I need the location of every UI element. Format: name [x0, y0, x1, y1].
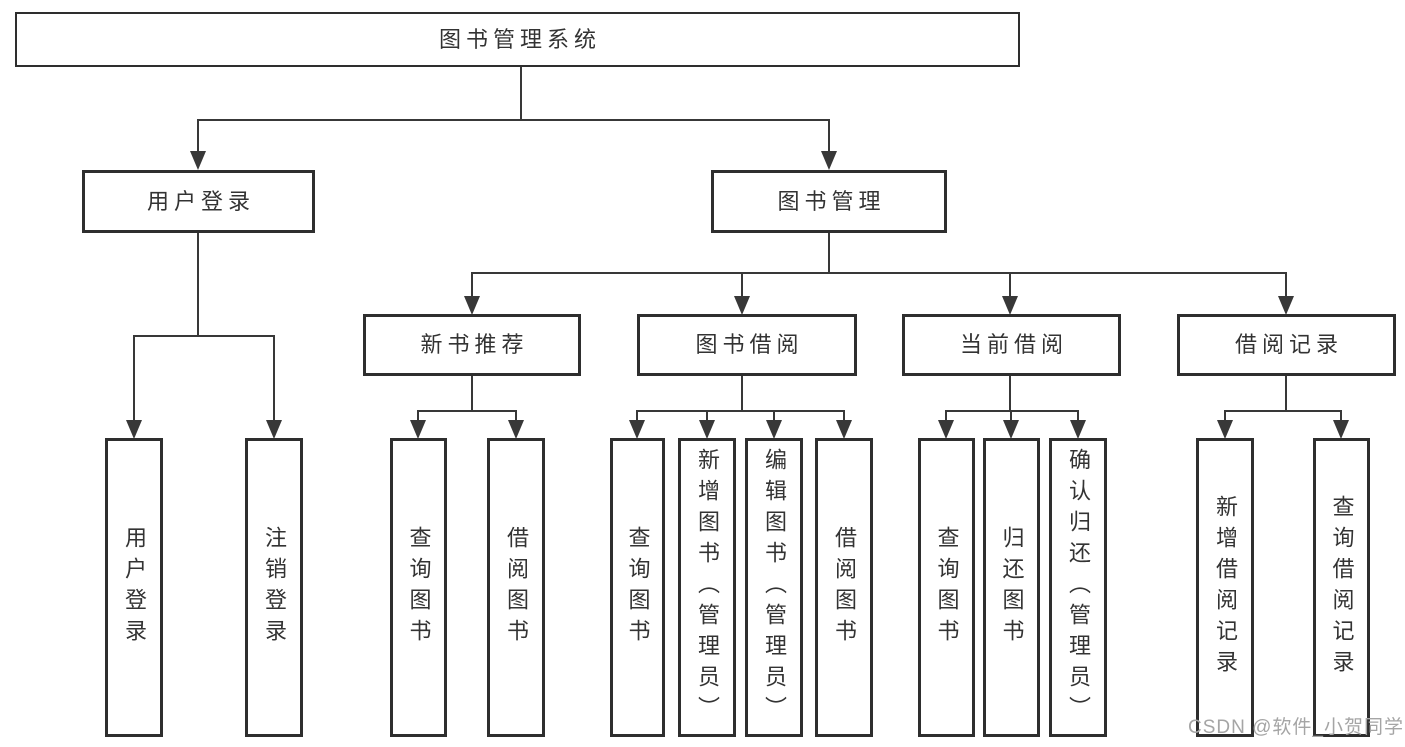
leaf-confirm-return-admin: 确认归还（管理员）: [1049, 438, 1107, 737]
leaf-user-login: 用户登录: [105, 438, 163, 737]
leaf-return-books: 归还图书: [983, 438, 1040, 737]
node-new-book-recommendation: 新书推荐: [363, 314, 581, 376]
node-borrowing-records: 借阅记录: [1177, 314, 1396, 376]
arrow-down-icon: [836, 420, 852, 439]
arrow-down-icon: [821, 151, 837, 170]
connector-line: [197, 233, 199, 337]
arrow-down-icon: [699, 420, 715, 439]
leaf-query-books-current: 查询图书: [918, 438, 975, 737]
leaf-add-borrow-record: 新增借阅记录: [1196, 438, 1254, 737]
arrow-down-icon: [629, 420, 645, 439]
connector-line: [1010, 410, 1012, 424]
leaf-query-books-recommend: 查询图书: [390, 438, 447, 737]
arrow-down-icon: [734, 296, 750, 315]
connector-line: [417, 410, 517, 412]
node-book-borrowing: 图书借阅: [637, 314, 857, 376]
connector-line: [1285, 376, 1287, 412]
node-library-management-system: 图书管理系统: [15, 12, 1020, 67]
node-user-login: 用户登录: [82, 170, 315, 233]
connector-line: [636, 410, 638, 424]
arrow-down-icon: [1333, 420, 1349, 439]
connector-line: [197, 119, 199, 154]
arrow-down-icon: [1217, 420, 1233, 439]
connector-line: [843, 410, 845, 424]
leaf-query-borrow-record: 查询借阅记录: [1313, 438, 1370, 737]
arrow-down-icon: [1278, 296, 1294, 315]
connector-line: [828, 119, 830, 154]
arrow-down-icon: [766, 420, 782, 439]
arrow-down-icon: [266, 420, 282, 439]
leaf-edit-books-admin: 编辑图书（管理员）: [745, 438, 803, 737]
leaf-query-books-borrowing: 查询图书: [610, 438, 665, 737]
arrow-down-icon: [1070, 420, 1086, 439]
connector-line: [1009, 272, 1011, 298]
connector-line: [1077, 410, 1079, 424]
connector-line: [636, 410, 844, 412]
connector-line: [515, 410, 517, 424]
connector-line: [945, 410, 947, 424]
connector-line: [417, 410, 419, 424]
leaf-logout: 注销登录: [245, 438, 303, 737]
connector-line: [773, 410, 775, 424]
connector-line: [828, 233, 830, 274]
leaf-borrow-books-recommend: 借阅图书: [487, 438, 545, 737]
arrow-down-icon: [410, 420, 426, 439]
connector-line: [197, 119, 830, 121]
connector-line: [471, 272, 1287, 274]
node-current-borrowing: 当前借阅: [902, 314, 1121, 376]
node-book-management: 图书管理: [711, 170, 947, 233]
connector-line: [520, 67, 522, 121]
leaf-borrow-books: 借阅图书: [815, 438, 873, 737]
arrow-down-icon: [508, 420, 524, 439]
arrow-down-icon: [126, 420, 142, 439]
connector-line: [741, 272, 743, 298]
leaf-add-books-admin: 新增图书（管理员）: [678, 438, 736, 737]
connector-line: [1340, 410, 1342, 424]
connector-line: [273, 335, 275, 422]
connector-line: [1285, 272, 1287, 298]
arrow-down-icon: [190, 151, 206, 170]
connector-line: [741, 376, 743, 412]
connector-line: [1009, 376, 1011, 412]
arrow-down-icon: [464, 296, 480, 315]
connector-line: [471, 272, 473, 298]
csdn-watermark: CSDN @软件_小贺同学: [1188, 717, 1404, 738]
arrow-down-icon: [1002, 296, 1018, 315]
connector-line: [133, 335, 275, 337]
connector-line: [706, 410, 708, 424]
arrow-down-icon: [938, 420, 954, 439]
arrow-down-icon: [1003, 420, 1019, 439]
connector-line: [1224, 410, 1226, 424]
connector-line: [133, 335, 135, 422]
connector-line: [471, 376, 473, 412]
connector-line: [1224, 410, 1342, 412]
